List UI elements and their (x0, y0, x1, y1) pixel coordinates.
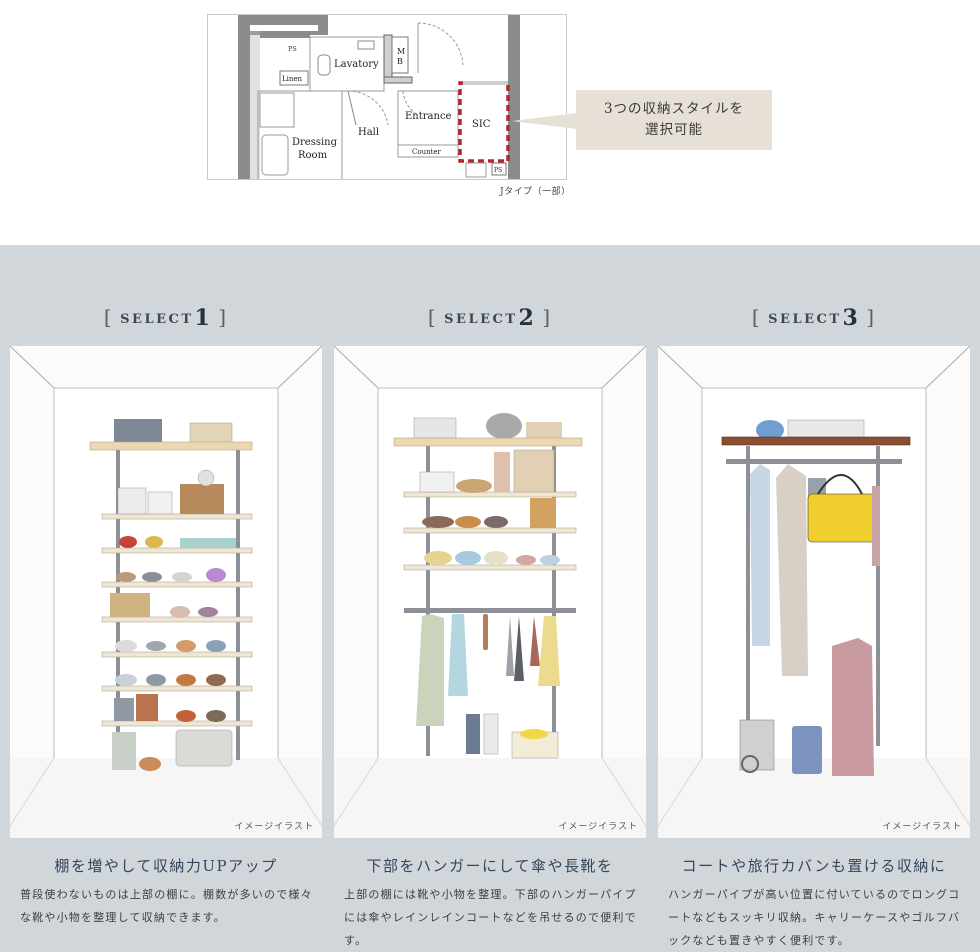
select-1-illustration: イメージイラスト (10, 346, 322, 838)
svg-text:M: M (397, 47, 405, 56)
bracket-close: ] (218, 305, 229, 329)
select-word: SELECT (120, 312, 194, 327)
select-1-title: [ SELECT1 ] (10, 305, 322, 331)
floor-plan-drawing: PS Lavatory M B Linen Hall Entrance SIC … (238, 15, 520, 179)
image-caption: イメージイラスト (558, 822, 638, 832)
callout-pointer (512, 113, 577, 129)
shoe-shelf-illustration (10, 346, 322, 838)
bracket-open: [ (103, 305, 114, 329)
svg-text:Hall: Hall (358, 127, 379, 138)
bracket-close: ] (542, 305, 553, 329)
select-3-illustration: イメージイラスト (658, 346, 970, 838)
select-1-heading: 棚を増やして収納力UPアップ (54, 857, 278, 875)
floor-plan-caption: Jタイプ（一部） (500, 187, 571, 197)
svg-text:Linen: Linen (282, 75, 303, 83)
select-number: 1 (194, 305, 212, 331)
select-number: 2 (518, 305, 536, 331)
svg-text:SIC: SIC (472, 119, 491, 130)
svg-text:Counter: Counter (412, 148, 442, 156)
svg-text:PS: PS (288, 45, 297, 53)
select-number: 3 (842, 305, 860, 331)
callout-line-1: 3つの収納スタイルを (603, 101, 745, 117)
select-word: SELECT (444, 312, 518, 327)
select-1-description: 普段使わないものは上部の棚に。棚数が多いので様々な靴や小物を整理して収納できます… (20, 888, 313, 924)
svg-text:Room: Room (298, 150, 328, 161)
storage-options-section: [ SELECT1 ] (0, 245, 980, 952)
select-2-illustration: イメージイラスト (334, 346, 646, 838)
bracket-open: [ (751, 305, 762, 329)
svg-text:Entrance: Entrance (405, 111, 452, 122)
bracket-open: [ (427, 305, 438, 329)
select-3-description: ハンガーパイプが高い位置に付いているのでロングコートなどもスッキリ収納。キャリー… (668, 888, 961, 947)
floor-plan-area: PS Lavatory M B Linen Hall Entrance SIC … (0, 0, 980, 245)
select-2-description: 上部の棚には靴や小物を整理。下部のハンガーパイプには傘やレインレインコートなどを… (344, 888, 637, 947)
select-word: SELECT (768, 312, 842, 327)
image-caption: イメージイラスト (234, 822, 314, 832)
select-option-3: [ SELECT3 ] (658, 245, 970, 952)
shelf-and-hanger-illustration (334, 346, 646, 838)
select-2-heading: 下部をハンガーにして傘や長靴を (366, 857, 614, 875)
select-3-title: [ SELECT3 ] (658, 305, 970, 331)
callout-line-2: 選択可能 (645, 122, 703, 138)
long-hanger-illustration (658, 346, 970, 838)
floor-plan-image: PS Lavatory M B Linen Hall Entrance SIC … (207, 14, 567, 180)
svg-text:Dressing: Dressing (292, 137, 338, 148)
bracket-close: ] (866, 305, 877, 329)
select-option-2: [ SELECT2 ] (334, 245, 646, 952)
svg-text:PS: PS (494, 167, 502, 174)
select-2-title: [ SELECT2 ] (334, 305, 646, 331)
image-caption: イメージイラスト (882, 822, 962, 832)
svg-text:B: B (397, 57, 403, 66)
svg-text:Lavatory: Lavatory (334, 59, 379, 70)
select-3-heading: コートや旅行カバンも置ける収納に (681, 857, 947, 875)
callout-box: 3つの収納スタイルを 選択可能 (576, 90, 772, 150)
select-option-1: [ SELECT1 ] (10, 245, 322, 952)
